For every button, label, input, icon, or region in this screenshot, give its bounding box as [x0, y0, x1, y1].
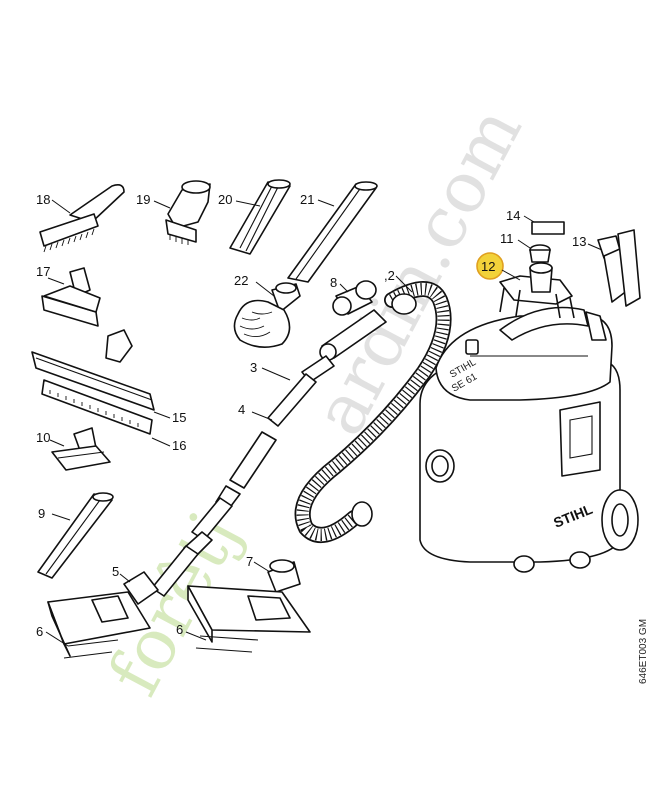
label-22: 22 — [234, 273, 248, 288]
label-17: 17 — [36, 264, 50, 279]
part-9-crevice-tube — [37, 492, 114, 579]
part-12-holder — [499, 262, 575, 319]
part-10-upholstery-nozzle — [51, 427, 111, 471]
label-13: 13 — [572, 234, 586, 249]
label-3: 3 — [250, 360, 257, 375]
part-18-upholstery-brush — [39, 184, 125, 253]
label-1-2: ,2 — [384, 268, 395, 283]
part-19-brush-nozzle — [165, 180, 211, 245]
part-8-adapter — [332, 280, 377, 316]
part-6-brush-strip-right — [195, 635, 259, 653]
part-16-brush-strip — [41, 379, 153, 435]
vacuum-cleaner-body — [419, 306, 639, 573]
part-17-small-nozzle — [41, 267, 101, 327]
label-6b: 6 — [176, 622, 183, 637]
part-22-radiator-brush — [233, 282, 301, 348]
label-20: 20 — [218, 192, 232, 207]
label-14: 14 — [506, 208, 520, 223]
part-3-handle-tube — [267, 309, 387, 427]
part-12-highlight-marker — [476, 252, 504, 280]
label-15: 15 — [172, 410, 186, 425]
part-4-extension-tubes — [151, 431, 277, 597]
part-13-bracket — [597, 229, 641, 307]
label-7: 7 — [246, 554, 253, 569]
label-5: 5 — [112, 564, 119, 579]
part-21-suction-tube — [287, 181, 378, 283]
label-18: 18 — [36, 192, 50, 207]
part-11-cap — [529, 244, 551, 263]
label-10: 10 — [36, 430, 50, 445]
drawing-reference: 646ET003 GM — [638, 619, 649, 684]
part-1-2-suction-hose — [294, 281, 452, 543]
label-12: 12 — [481, 259, 495, 274]
label-21: 21 — [300, 192, 314, 207]
label-11: 11 — [500, 231, 514, 246]
label-16: 16 — [172, 438, 186, 453]
label-8: 8 — [330, 275, 337, 290]
part-15-floor-nozzle — [31, 329, 155, 411]
part-5-floor-nozzle — [47, 571, 159, 657]
part-7-floor-nozzle — [187, 559, 311, 643]
label-4: 4 — [238, 402, 245, 417]
label-6a: 6 — [36, 624, 43, 639]
part-14-label — [531, 221, 565, 235]
label-9: 9 — [38, 506, 45, 521]
part-20-crevice-tool — [229, 179, 291, 255]
label-19: 19 — [136, 192, 150, 207]
part-6-brush-strip-left — [63, 639, 119, 659]
